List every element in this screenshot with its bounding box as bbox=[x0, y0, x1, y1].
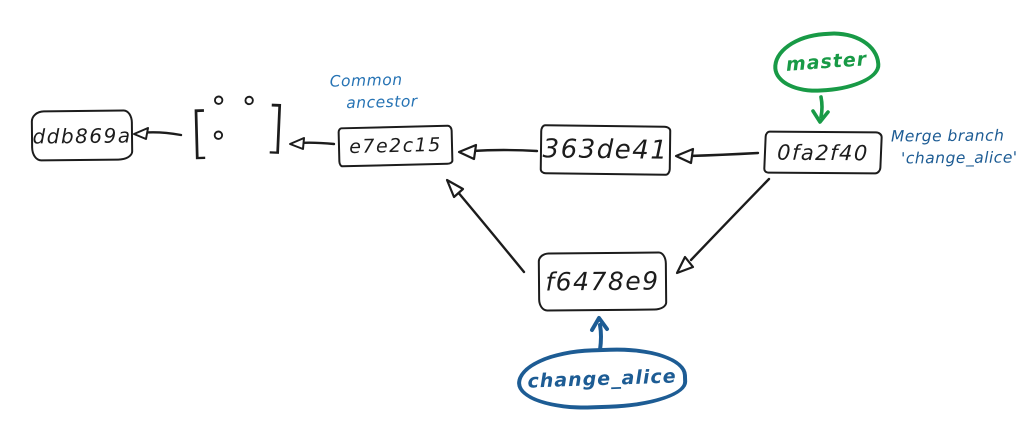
arrow-f6478e9-to-e7e2c15 bbox=[445, 178, 526, 274]
annotation-line: Merge branch bbox=[890, 126, 1005, 146]
arrow-head bbox=[133, 127, 149, 140]
commit-hash: 363de41 bbox=[542, 134, 669, 166]
arrow-head bbox=[445, 178, 465, 199]
arrow-head bbox=[289, 137, 305, 150]
commit-node-f6478e9: f6478e9 bbox=[537, 251, 668, 312]
arrow-e7e2c15-to-ellipsis bbox=[289, 137, 336, 150]
branch-name: change_alice bbox=[527, 364, 677, 393]
ellipsis-dots: ° ° ° bbox=[210, 90, 260, 161]
commit-node-e7e2c15: e7e2c15 bbox=[337, 124, 454, 168]
commit-hash: e7e2c15 bbox=[348, 133, 443, 159]
annotation-common-ancestor: Common ancestor bbox=[329, 67, 452, 114]
arrow-shaft bbox=[819, 95, 824, 119]
arrow-master-to-0fa2f40 bbox=[811, 95, 830, 124]
arrow-ellipsis-to-ddb869a bbox=[133, 127, 183, 140]
ellipsis-right-bracket: ] bbox=[263, 94, 288, 161]
arrow-shaft bbox=[689, 177, 771, 262]
arrow-0fa2f40-to-f6478e9 bbox=[675, 177, 771, 275]
arrow-shaft bbox=[687, 151, 760, 158]
annotation-merge-branch: Merge branch 'change_alice' bbox=[890, 124, 1018, 169]
arrow-head bbox=[457, 143, 478, 161]
arrow-0fa2f40-to-363de41 bbox=[674, 147, 760, 165]
annotation-line: ancestor bbox=[346, 92, 418, 113]
arrow-head bbox=[674, 147, 695, 165]
annotation-line: Common bbox=[329, 70, 403, 91]
commit-node-ellipsis: [ ° ° ° ] bbox=[188, 91, 288, 166]
arrow-head bbox=[811, 109, 830, 124]
annotation-line: 'change_alice' bbox=[901, 148, 1018, 168]
arrow-363de41-to-e7e2c15 bbox=[457, 143, 539, 161]
arrow-shaft bbox=[470, 148, 539, 153]
arrow-head bbox=[675, 255, 695, 275]
arrow-shaft bbox=[598, 323, 603, 352]
commit-hash: 0fa2f40 bbox=[776, 140, 870, 165]
commit-node-363de41: 363de41 bbox=[539, 124, 672, 176]
commit-hash: f6478e9 bbox=[545, 266, 660, 297]
arrow-head bbox=[590, 316, 609, 332]
branch-name: master bbox=[785, 48, 868, 76]
commit-hash: ddb869a bbox=[32, 122, 132, 149]
commit-node-0fa2f40: 0fa2f40 bbox=[763, 130, 883, 175]
ellipsis-left-bracket: [ bbox=[188, 100, 212, 166]
arrow-change-alice-to-f6478e9 bbox=[590, 316, 609, 352]
commit-node-ddb869a: ddb869a bbox=[30, 109, 134, 162]
arrow-shaft bbox=[455, 189, 526, 274]
